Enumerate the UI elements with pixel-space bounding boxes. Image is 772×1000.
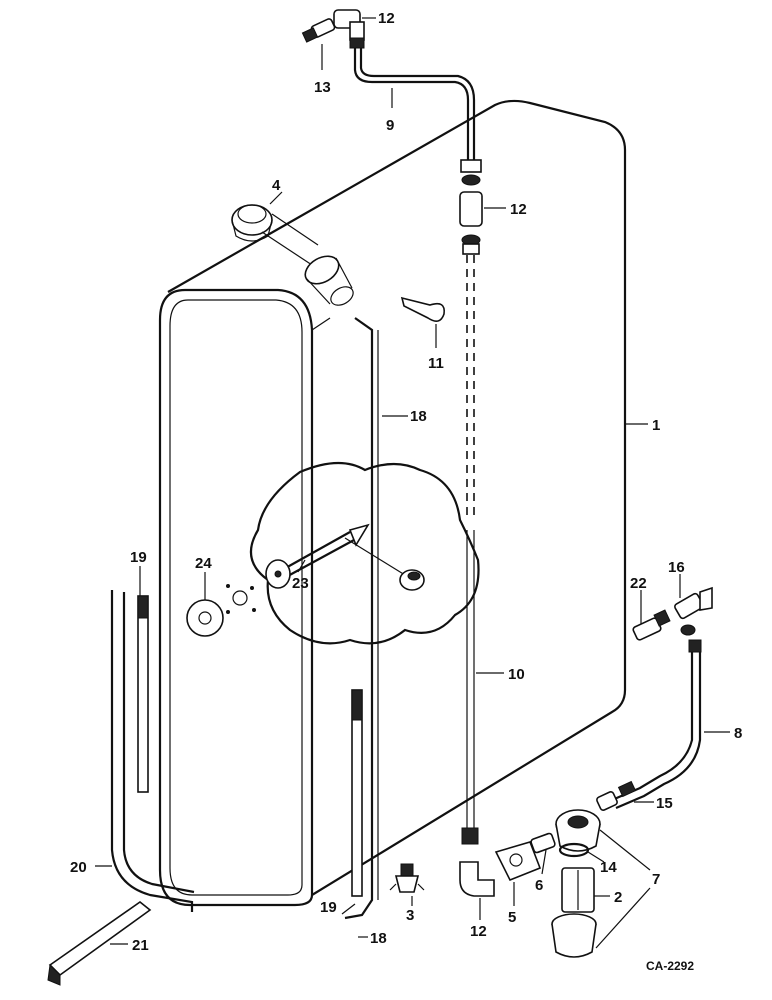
callout-5: 5 xyxy=(508,909,516,926)
callout-23: 23 xyxy=(292,575,309,592)
callout-20: 20 xyxy=(70,859,87,876)
strap-19-right xyxy=(351,689,363,897)
fuel-pickup-tube xyxy=(461,255,479,845)
callout-7: 7 xyxy=(652,871,660,888)
callout-18-bottom: 18 xyxy=(370,930,387,947)
gasket-15 xyxy=(558,842,590,858)
fuel-tank xyxy=(158,99,627,907)
filler-cap xyxy=(231,204,319,266)
strap-19-left xyxy=(137,595,149,793)
filter-element-2 xyxy=(561,867,595,913)
callout-1: 1 xyxy=(652,417,660,434)
fitting-6 xyxy=(530,832,556,854)
callout-3: 3 xyxy=(406,907,414,924)
filter-base-5 xyxy=(494,841,542,882)
sender-gasket xyxy=(186,584,256,637)
callout-19-left: 19 xyxy=(130,549,147,566)
callout-11: 11 xyxy=(428,355,444,372)
filler-neck xyxy=(304,255,354,306)
callout-14: 13 xyxy=(314,79,331,96)
fuel-line-8 xyxy=(611,650,702,810)
drain-valve xyxy=(389,863,425,893)
callout-10: 10 xyxy=(508,666,525,683)
drawing-code: CA-2292 xyxy=(646,959,694,973)
strap-20 xyxy=(110,590,195,912)
callout-19-right: 19 xyxy=(320,899,337,916)
fitting-16 xyxy=(596,780,637,811)
callout-12-top: 12 xyxy=(378,10,395,27)
callout-24: 24 xyxy=(195,555,212,572)
callout-18-top: 18 xyxy=(410,408,427,425)
callout-8: 8 xyxy=(734,725,742,742)
callout-15: 14 xyxy=(600,859,617,876)
callouts: 12 13 9 4 12 11 18 1 19 24 23 22 16 10 8… xyxy=(70,10,742,973)
callout-21: 21 xyxy=(132,937,149,954)
callout-6: 6 xyxy=(535,877,543,894)
vent-tube xyxy=(353,48,476,162)
connector-22 xyxy=(632,609,671,641)
filter-bowl xyxy=(551,913,597,958)
callout-17: 16 xyxy=(668,559,685,576)
elbow-fitting-bottom xyxy=(459,861,495,897)
callout-9: 9 xyxy=(386,117,394,134)
callout-4: 4 xyxy=(272,177,281,194)
support-bracket-21 xyxy=(47,901,152,986)
callout-2: 2 xyxy=(614,889,622,906)
hose-clip xyxy=(400,296,446,322)
callout-12-bottom: 12 xyxy=(470,923,487,940)
shutoff-valve-17 xyxy=(674,586,713,653)
callout-13: 12 xyxy=(510,201,527,218)
leader-lines xyxy=(95,17,730,949)
elbow-fitting-top xyxy=(333,9,365,49)
connector-14 xyxy=(301,18,336,43)
callout-16: 15 xyxy=(656,795,673,812)
cutaway-view xyxy=(249,461,480,645)
coupling-13 xyxy=(459,159,483,255)
strap-18 xyxy=(344,317,379,920)
callout-22: 22 xyxy=(630,575,647,592)
